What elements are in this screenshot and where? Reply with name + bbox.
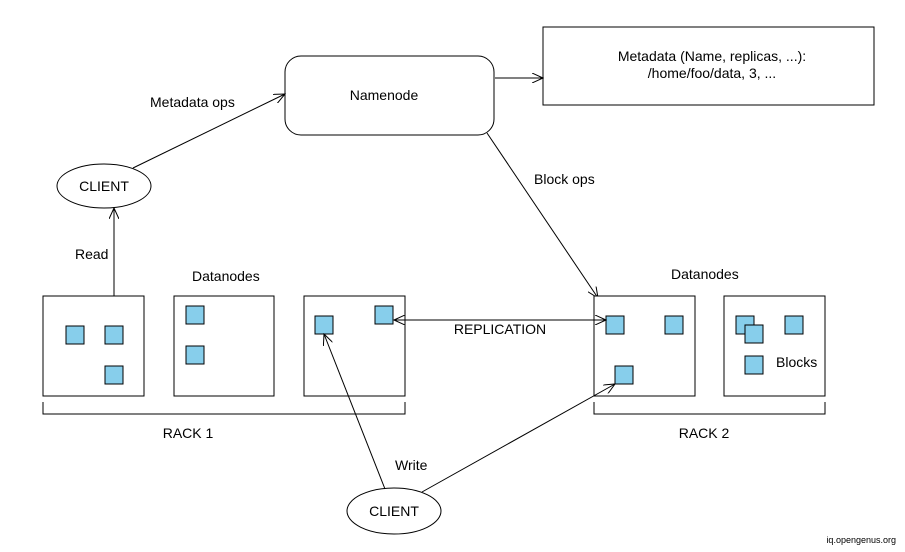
datanodes-left-label: Datanodes xyxy=(192,268,260,284)
block xyxy=(314,315,334,335)
block xyxy=(374,305,394,325)
read-label: Read xyxy=(75,246,108,262)
blocks-label: Blocks xyxy=(776,354,817,370)
datanode-rack1-1 xyxy=(42,295,145,397)
metadata-ops-arrow xyxy=(132,94,285,169)
blocks-group xyxy=(65,305,804,385)
client-bottom-ellipse xyxy=(346,487,442,535)
namenode-label: Namenode xyxy=(350,87,419,103)
metadata-line1: Metadata (Name, replicas, ...): xyxy=(618,48,806,64)
client-top-ellipse xyxy=(56,163,152,209)
write-arrow-rack2 xyxy=(421,384,615,493)
block xyxy=(614,365,634,385)
metadata-line2: /home/foo/data, 3, ... xyxy=(648,65,776,81)
write-label: Write xyxy=(395,457,428,473)
datanodes-right-label: Datanodes xyxy=(671,266,739,282)
rack2-label: RACK 2 xyxy=(679,425,730,441)
write-arrow-rack1 xyxy=(324,334,386,490)
watermark: iq.opengenus.org xyxy=(826,535,896,545)
datanode-rack2-2 xyxy=(723,295,826,397)
block xyxy=(185,305,205,325)
rack1-label: RACK 1 xyxy=(163,425,214,441)
block-ops-arrow xyxy=(486,132,598,298)
block xyxy=(605,315,625,335)
replication-label: REPLICATION xyxy=(454,321,546,337)
block xyxy=(185,345,205,365)
rack2-bracket xyxy=(593,402,826,415)
rack1-bracket xyxy=(42,402,406,415)
block-ops-label: Block ops xyxy=(534,171,595,187)
block xyxy=(65,325,85,345)
block xyxy=(744,324,764,344)
block xyxy=(784,315,804,335)
block xyxy=(664,315,684,335)
datanode-rack2-1 xyxy=(593,295,696,397)
block xyxy=(104,365,124,385)
metadata-ops-label: Metadata ops xyxy=(150,94,235,110)
metadata-box xyxy=(542,26,875,106)
client-bottom-label: CLIENT xyxy=(369,503,419,519)
block xyxy=(744,355,764,375)
client-top-label: CLIENT xyxy=(79,178,129,194)
block xyxy=(104,325,124,345)
